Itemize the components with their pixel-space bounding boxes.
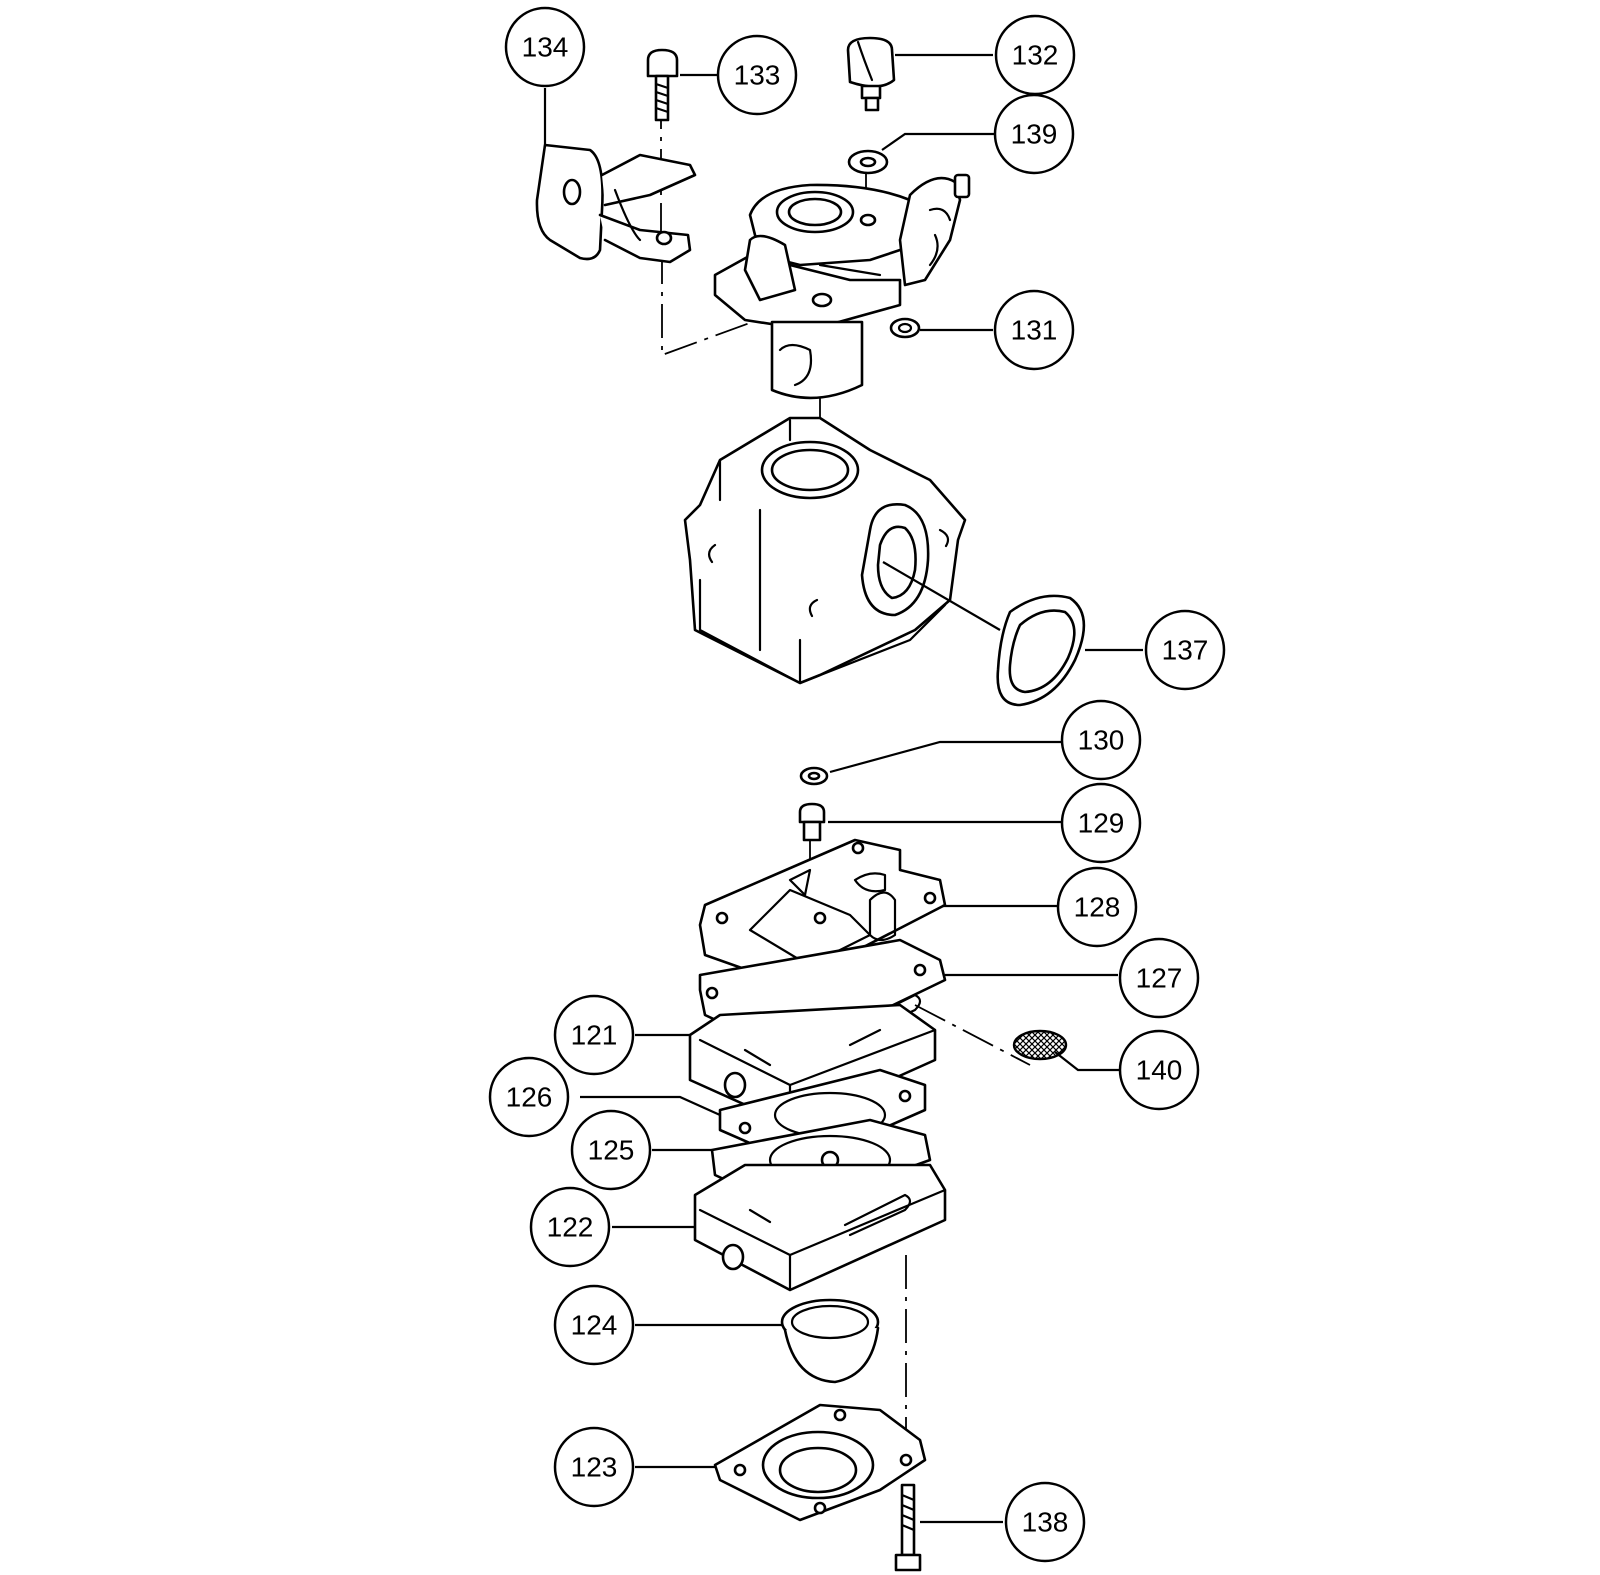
part-140-filter-screen bbox=[1012, 1029, 1068, 1061]
part-133-screw bbox=[646, 48, 679, 122]
throttle-assembly bbox=[713, 173, 971, 400]
callout-121-label: 121 bbox=[571, 1020, 618, 1051]
callout-134: 134 bbox=[504, 6, 586, 88]
part-134-choke-plate bbox=[535, 143, 697, 264]
callout-125-label: 125 bbox=[588, 1135, 635, 1166]
part-129-plug bbox=[798, 802, 826, 842]
part-123-cover bbox=[713, 1403, 927, 1522]
part-121-pump-body bbox=[688, 1003, 937, 1127]
part-138-screw bbox=[894, 1483, 922, 1572]
callout-122: 122 bbox=[529, 1186, 611, 1268]
callout-138-label: 138 bbox=[1022, 1507, 1069, 1538]
part-139-washer bbox=[847, 149, 889, 175]
callout-125: 125 bbox=[570, 1109, 652, 1191]
callout-140-label: 140 bbox=[1136, 1055, 1183, 1086]
part-130-washer bbox=[799, 766, 829, 786]
callout-128-label: 128 bbox=[1074, 892, 1121, 923]
callout-122-label: 122 bbox=[547, 1212, 594, 1243]
callout-138: 138 bbox=[1004, 1481, 1086, 1563]
carburetor-body bbox=[683, 416, 967, 685]
callout-129: 129 bbox=[1060, 782, 1142, 864]
callout-132: 132 bbox=[994, 14, 1076, 96]
callout-126: 126 bbox=[488, 1056, 570, 1138]
callout-123-label: 123 bbox=[571, 1452, 618, 1483]
callout-139-label: 139 bbox=[1011, 119, 1058, 150]
callout-128: 128 bbox=[1056, 866, 1138, 948]
callout-133: 133 bbox=[716, 34, 798, 116]
part-122-metering-body bbox=[693, 1163, 947, 1292]
callout-137-label: 137 bbox=[1162, 635, 1209, 666]
callout-133-label: 133 bbox=[734, 60, 781, 91]
callout-132-label: 132 bbox=[1012, 40, 1059, 71]
callout-140: 140 bbox=[1118, 1029, 1200, 1111]
callout-137: 137 bbox=[1144, 609, 1226, 691]
callout-129-label: 129 bbox=[1078, 808, 1125, 839]
callout-121: 121 bbox=[553, 994, 635, 1076]
part-128-gasket bbox=[698, 838, 947, 987]
callout-130: 130 bbox=[1060, 699, 1142, 781]
callout-123: 123 bbox=[553, 1426, 635, 1508]
callout-126-label: 126 bbox=[506, 1082, 553, 1113]
callout-139: 139 bbox=[993, 93, 1075, 175]
callout-127: 127 bbox=[1118, 937, 1200, 1019]
part-124-cup bbox=[780, 1298, 880, 1384]
callout-134-label: 134 bbox=[522, 32, 569, 63]
leader-lines bbox=[543, 53, 1143, 1524]
callout-124: 124 bbox=[553, 1284, 635, 1366]
callout-124-label: 124 bbox=[571, 1310, 618, 1341]
callout-131-label: 131 bbox=[1011, 315, 1058, 346]
part-132-adjusting-screw bbox=[846, 36, 896, 112]
callout-130-label: 130 bbox=[1078, 725, 1125, 756]
callout-131: 131 bbox=[993, 289, 1075, 371]
part-137-ring bbox=[996, 594, 1086, 707]
callout-127-label: 127 bbox=[1136, 963, 1183, 994]
